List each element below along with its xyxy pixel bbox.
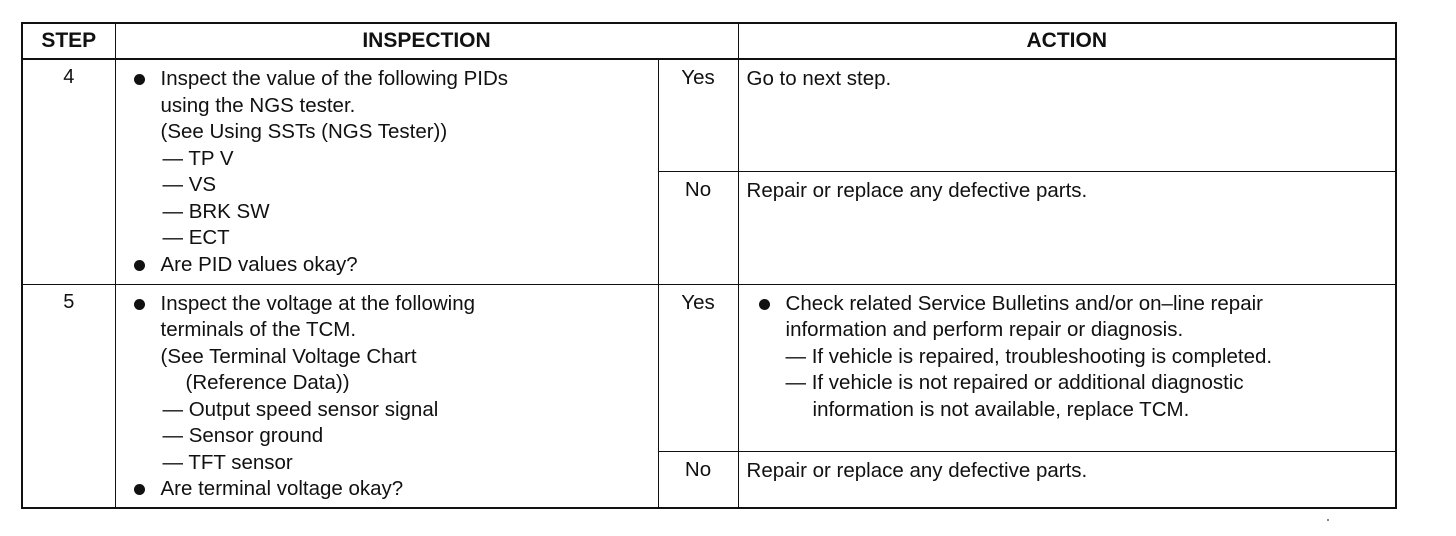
step-4-bullet-1-line-2: using the NGS tester. <box>160 93 356 117</box>
step-5-reference-line-1: (See Terminal Voltage Chart <box>160 344 417 368</box>
step-5-action-line-4: — If vehicle is not repaired or addition… <box>785 371 1244 394</box>
header-row: STEP INSPECTION ACTION <box>21 22 1397 60</box>
step-4-yes-row: 4 Inspect the value of the following PID… <box>21 58 1397 285</box>
header-step: STEP <box>21 22 116 60</box>
step-5-terminal-output-speed: — Output speed sensor signal <box>162 397 439 421</box>
step-5-bullet-2-text: Are terminal voltage okay? <box>160 477 404 500</box>
bullet-icon <box>134 252 161 279</box>
step-5-no-row: No Repair or replace any defective parts… <box>22 450 1397 509</box>
header-action: ACTION <box>737 22 1397 60</box>
step-4-pid-brksw: — BRK SW <box>162 199 270 223</box>
diagnostic-table: STEP INSPECTION ACTION 4 Inspect the val… <box>21 22 1398 509</box>
bullet-icon <box>134 66 161 93</box>
step-5-bullet-1-line-2: terminals of the TCM. <box>160 318 357 341</box>
step-4-bullet-2: Are PID values okay? <box>134 252 652 279</box>
step-4-no-row: No Repair or replace any defective parts… <box>22 170 1397 285</box>
step-5-yes-row: 5 Inspect the voltage at the following t… <box>21 283 1397 508</box>
step-5-terminal-tft: — TFT sensor <box>162 450 293 474</box>
step-5-yes-action: Check related Service Bulletins and/or o… <box>737 283 1397 452</box>
bullet-icon <box>134 291 161 318</box>
step-4-yes-label: Yes <box>657 58 739 172</box>
step-5-action-line-1: Check related Service Bulletins and/or o… <box>785 291 1263 315</box>
step-4-inspection: Inspect the value of the following PIDs … <box>114 58 658 285</box>
step-4-no-label: No <box>657 170 739 285</box>
step-5-action-line-2: information and perform repair or diagno… <box>785 318 1184 341</box>
step-5-bullet-1-line-1: Inspect the voltage at the following <box>160 291 476 315</box>
step-5-yes-label: Yes <box>657 283 739 452</box>
step-4-bullet-1: Inspect the value of the following PIDs <box>134 66 652 93</box>
bullet-icon <box>134 476 161 503</box>
header-inspection: INSPECTION <box>114 22 739 60</box>
step-4-bullet-1-line-1: Inspect the value of the following PIDs <box>160 67 509 90</box>
step-4-yes-action: Go to next step. <box>737 58 1397 172</box>
step-5-no-action: Repair or replace any defective parts. <box>737 450 1397 509</box>
step-4-reference: (See Using SSTs (NGS Tester)) <box>160 120 448 143</box>
step-5-terminal-sensor-ground: — Sensor ground <box>162 424 324 447</box>
step-5-inspection: Inspect the voltage at the following ter… <box>114 283 658 508</box>
step-4-number: 4 <box>21 58 116 285</box>
step-5-action-bullet: Check related Service Bulletins and/or o… <box>747 291 1388 318</box>
step-5-number: 5 <box>21 283 116 508</box>
step-4-no-action: Repair or replace any defective parts. <box>737 170 1397 285</box>
step-4-pid-tpv: — TP V <box>162 146 234 170</box>
bullet-icon <box>759 291 786 318</box>
step-4-pid-vs: — VS <box>162 173 217 196</box>
step-5-action-line-5: information is not available, replace TC… <box>812 397 1190 421</box>
scan-speck <box>1327 519 1329 521</box>
step-4-bullet-2-text: Are PID values okay? <box>160 252 358 276</box>
step-5-no-label: No <box>657 450 739 509</box>
step-5-reference-line-2: (Reference Data)) <box>185 371 350 394</box>
step-4-pid-ect: — ECT <box>162 226 230 249</box>
step-5-bullet-2: Are terminal voltage okay? <box>134 476 652 503</box>
step-5-action-line-3: — If vehicle is repaired, troubleshootin… <box>785 344 1273 368</box>
step-5-bullet-1: Inspect the voltage at the following <box>134 291 652 318</box>
